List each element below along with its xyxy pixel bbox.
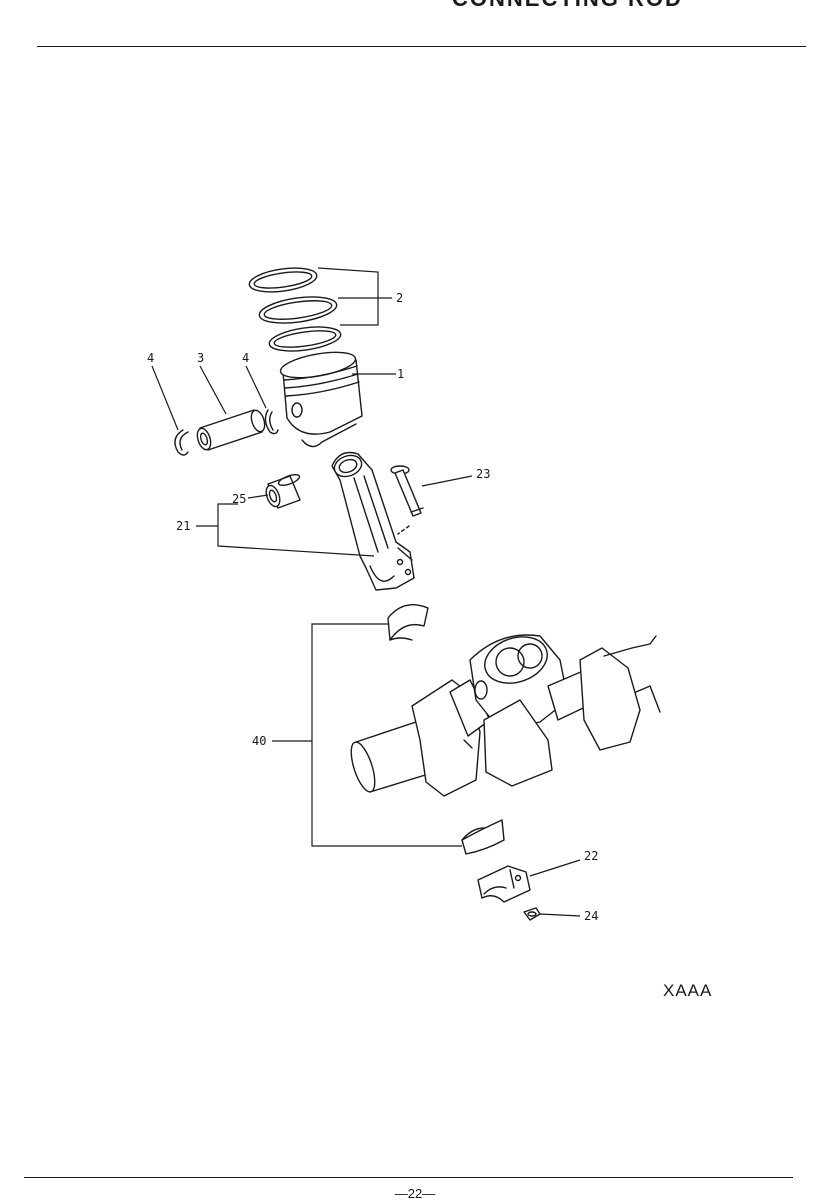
callout-4-left: 4 — [147, 351, 154, 365]
leader-lines — [151, 267, 581, 917]
rod-nut — [523, 907, 541, 921]
piston — [279, 351, 363, 448]
callout-21: 21 — [176, 519, 190, 533]
connecting-rod — [331, 451, 415, 591]
small-end-bush — [265, 473, 301, 509]
lower-bearing-shell — [461, 819, 505, 855]
callout-labels: 2 1 4 3 4 23 25 21 40 22 24 — [147, 291, 598, 923]
callout-24: 24 — [584, 909, 598, 923]
rod-bolt — [390, 465, 424, 535]
upper-bearing-shell — [387, 604, 429, 641]
callout-25: 25 — [232, 492, 246, 506]
callout-22: 22 — [584, 849, 598, 863]
crankshaft — [350, 634, 661, 797]
footer-rule — [24, 1177, 793, 1178]
callout-3: 3 — [197, 351, 204, 365]
callout-4-right: 4 — [242, 351, 249, 365]
page-number: —22— — [394, 1186, 436, 1201]
piston-pin — [196, 409, 266, 451]
page-title: CONNECTING ROD — [452, 0, 683, 12]
callout-23: 23 — [476, 467, 490, 481]
circlip-left — [174, 429, 189, 456]
callout-1: 1 — [397, 367, 404, 381]
callout-2: 2 — [396, 291, 403, 305]
circlip-right — [264, 409, 279, 435]
callout-40: 40 — [252, 734, 266, 748]
diagram-code: XAAA — [663, 981, 713, 1000]
header-rule — [37, 46, 806, 47]
rod-cap — [477, 865, 531, 903]
piston-rings — [248, 267, 342, 352]
